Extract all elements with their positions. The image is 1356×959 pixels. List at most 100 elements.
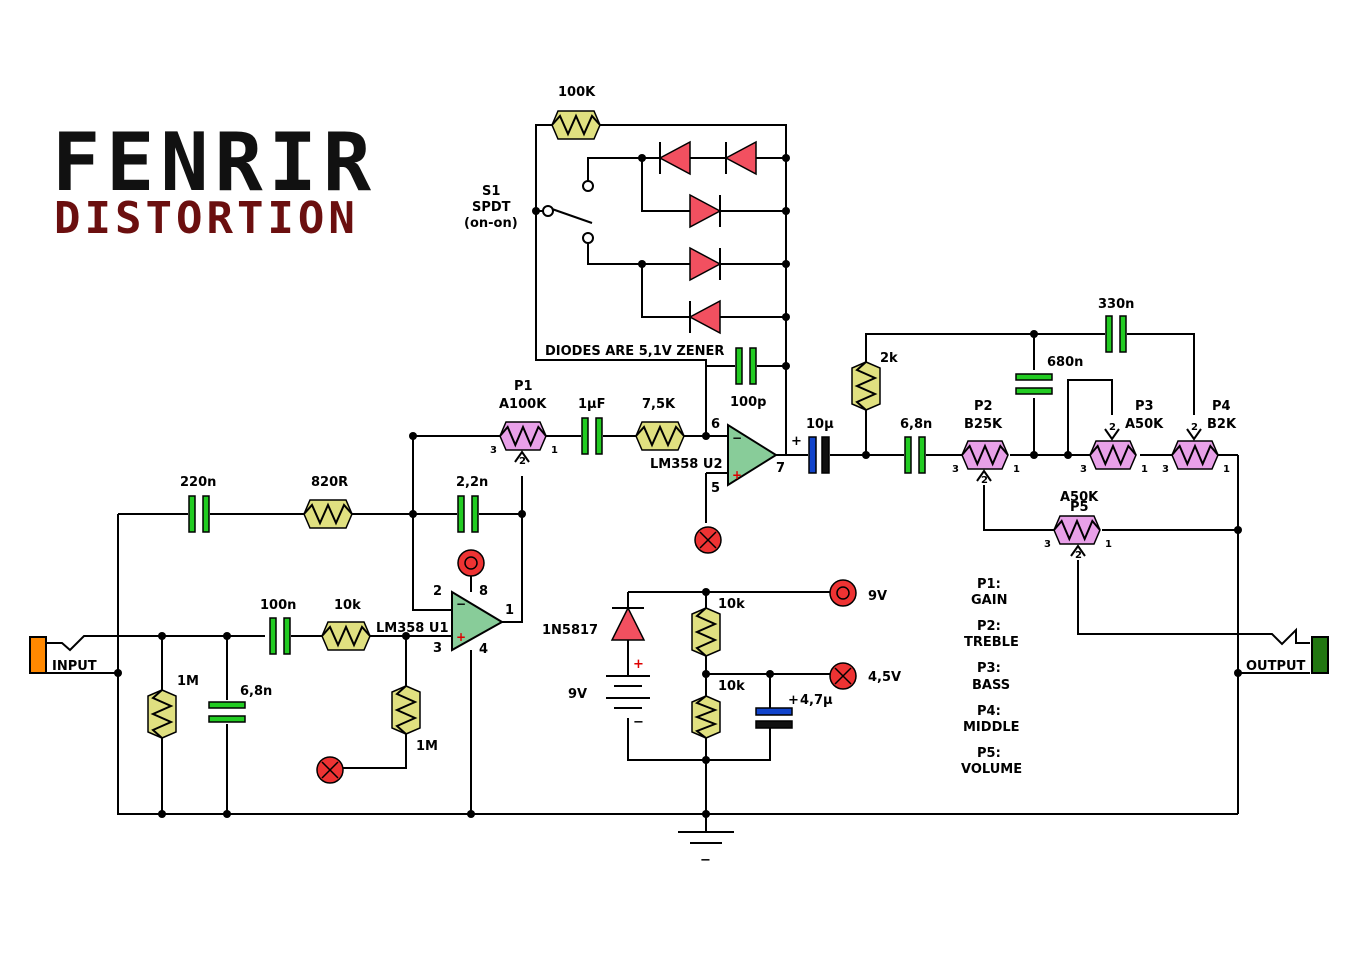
pot-p5-pin-2: 2 — [1075, 550, 1082, 561]
pot-p4-pin-1: 1 — [1223, 464, 1230, 475]
junction-dot — [158, 810, 166, 818]
pin-u1-4: 4 — [479, 642, 488, 657]
legend-p2-name: P2: — [977, 619, 1001, 634]
junction-dot — [402, 632, 410, 640]
junction-dot — [702, 756, 710, 764]
junction-dot — [862, 451, 870, 459]
label-p2-name: P2 — [974, 399, 993, 414]
junction-dot — [223, 632, 231, 640]
label-r-1m-b: 1M — [416, 739, 438, 754]
label-c-330n: 330n — [1098, 297, 1134, 312]
junction-dot — [638, 154, 646, 162]
resistor-10k-input — [321, 621, 371, 651]
logo-title-distortion: DISTORTION — [54, 193, 359, 244]
pin-u2-6: 6 — [711, 417, 720, 432]
pot-p3-pin-3: 3 — [1080, 464, 1087, 475]
resistors — [147, 110, 881, 739]
switch-s1 — [542, 180, 594, 244]
label-c-10u: 10µ — [806, 417, 834, 432]
ground-minus-label: − — [700, 853, 711, 868]
label-p5-val: A50K — [1060, 490, 1099, 505]
legend-p4-name: P4: — [977, 704, 1001, 719]
label-p5-name: P5 — [1070, 500, 1089, 515]
svg-text:−: − — [732, 431, 742, 445]
junction-dot — [1064, 451, 1072, 459]
pot-p5-wiper-arrow-icon — [1070, 544, 1086, 557]
label-p2-val: B25K — [964, 417, 1003, 432]
pot-p3-pin-1: 1 — [1141, 464, 1148, 475]
legend-p1-func: GAIN — [971, 593, 1007, 608]
diode-1n5817 — [610, 606, 646, 641]
junction-dot — [1030, 451, 1038, 459]
legend-p2-func: TREBLE — [964, 635, 1019, 650]
input-jack-icon — [29, 636, 47, 674]
resistor-10k-bottom — [691, 695, 721, 739]
label-u1: LM358 U1 — [376, 621, 448, 636]
label-c-4u7-plus: + — [788, 693, 799, 708]
junction-dot — [1030, 330, 1038, 338]
input-label: INPUT — [52, 659, 97, 674]
label-c-6n8-b: 6,8n — [900, 417, 932, 432]
resistor-2k — [851, 361, 881, 411]
pin-u1-8: 8 — [479, 584, 488, 599]
junction-dot — [158, 632, 166, 640]
cap-100n — [269, 617, 291, 655]
legend-p1-name: P1: — [977, 577, 1001, 592]
capacitors — [188, 315, 1127, 723]
pot-p4-pin-3: 3 — [1162, 464, 1169, 475]
cap-2n2 — [457, 495, 479, 533]
pin-u1-2: 2 — [433, 584, 442, 599]
junction-dot — [532, 207, 540, 215]
label-p1-name: P1 — [514, 379, 533, 394]
pot-p4-pin-2: 2 — [1191, 422, 1198, 433]
junction-dot — [702, 810, 710, 818]
junction-dots — [114, 154, 1242, 818]
label-d-1n5817: 1N5817 — [542, 623, 598, 638]
cap-6n8-input — [208, 701, 246, 723]
label-c-2n2: 2,2n — [456, 475, 488, 490]
junction-dot — [114, 669, 122, 677]
label-u2: LM358 U2 — [650, 457, 722, 472]
junction-dot — [702, 588, 710, 596]
junction-dot — [638, 260, 646, 268]
output-label: OUTPUT — [1246, 659, 1306, 674]
pot-p5-pin-3: 3 — [1044, 539, 1051, 550]
label-c-680n: 680n — [1047, 355, 1083, 370]
pot-p2-pin-2: 2 — [981, 475, 988, 486]
legend-p4-func: MIDDLE — [963, 720, 1020, 735]
label-c-100p: 100p — [730, 395, 766, 410]
cap-100p — [735, 347, 757, 385]
zener-diode-4 — [689, 246, 722, 282]
pin-u2-5: 5 — [711, 481, 720, 496]
label-v9: 9V — [868, 589, 887, 604]
cap-10u — [808, 436, 830, 474]
pin-u2-7: 7 — [776, 461, 785, 476]
label-r-10k-c: 10k — [718, 679, 745, 694]
resistor-1m-input — [147, 689, 177, 739]
terminal-vref-u1-icon — [316, 756, 344, 784]
cap-1u — [581, 417, 603, 455]
resistor-10k-top — [691, 607, 721, 657]
junction-dot — [766, 670, 774, 678]
label-c-4u7: 4,7µ — [800, 693, 833, 708]
junction-dot — [702, 432, 710, 440]
label-diodes-note: DIODES ARE 5,1V ZENER — [545, 344, 724, 359]
label-bat: 9V — [568, 687, 587, 702]
terminal-9v-icon — [829, 579, 857, 607]
component-labels: 1M 6,8n 220n 820R 2,2n 100n 10k LM358 U1… — [177, 85, 1237, 754]
logo-title-fenrir: FENRIR — [52, 116, 377, 209]
label-p4-name: P4 — [1212, 399, 1231, 414]
junction-dot — [782, 207, 790, 215]
legend-p3-name: P3: — [977, 661, 1001, 676]
label-bat-plus: + — [633, 657, 644, 672]
junction-dot — [1234, 526, 1242, 534]
label-s1-type: SPDT — [472, 200, 511, 215]
label-c-6n8-a: 6,8n — [240, 684, 272, 699]
pot-p5-pin-1: 1 — [1105, 539, 1112, 550]
pot-p1-wiper-arrow-icon — [514, 450, 530, 463]
